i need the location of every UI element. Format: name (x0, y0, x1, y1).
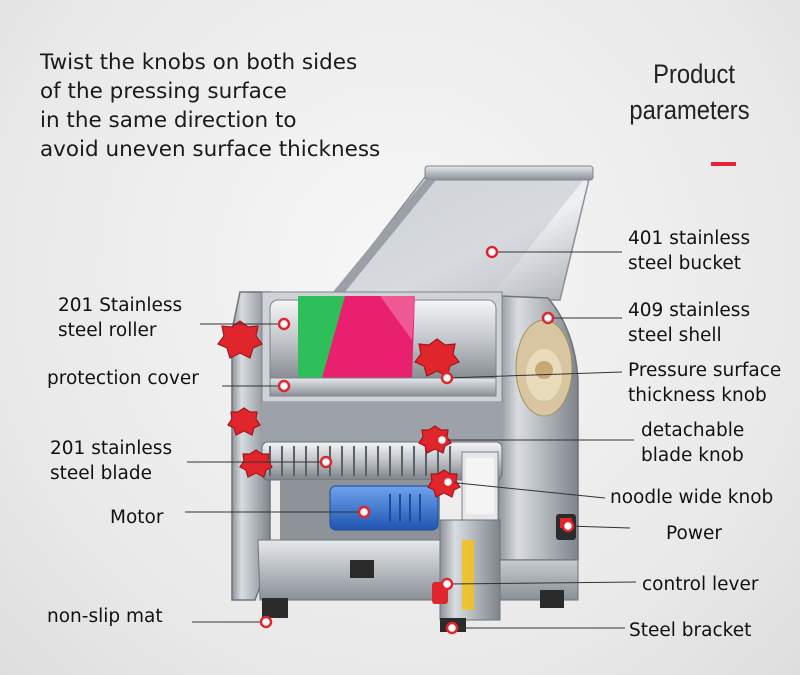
pressure-knob-right (414, 338, 460, 377)
pressure-knob-left (217, 320, 263, 359)
blade-knob-left (227, 407, 261, 436)
marker-bucket (485, 245, 499, 259)
label-non-slip-mat: non-slip mat (47, 606, 163, 627)
title-line: Product (653, 59, 735, 89)
label-steel-bracket: Steel bracket (629, 620, 752, 641)
marker-shell (541, 311, 555, 325)
intro-text: Twist the knobs on both sides of the pre… (40, 48, 380, 164)
title-accent-bar (711, 162, 736, 166)
marker-non-slip-mat (259, 615, 273, 629)
label-line: 201 stainless (50, 438, 173, 459)
leader-lines (185, 251, 637, 629)
marker-power (561, 519, 575, 533)
intro-line: in the same direction to (40, 108, 297, 133)
marker-noodle-knob (441, 475, 455, 489)
marker-roller (277, 317, 291, 331)
label-control-lever: control lever (642, 574, 759, 595)
page-title: Product parameters (629, 56, 750, 128)
intro-line: Twist the knobs on both sides (40, 50, 358, 75)
marker-blade-knob (435, 433, 449, 447)
label-line: 409 stainless (628, 300, 751, 321)
label-line: steel blade (50, 463, 153, 484)
label-blade-knob: detachable blade knob (641, 418, 744, 468)
label-roller: 201 Stainless steel roller (58, 293, 182, 343)
title-line: parameters (629, 95, 750, 125)
label-line: steel roller (58, 320, 157, 341)
label-line: blade knob (641, 445, 744, 466)
label-line: steel bucket (628, 253, 742, 274)
marker-blade (319, 455, 333, 469)
marker-control-lever (440, 577, 454, 591)
label-shell: 409 stainless steel shell (628, 298, 750, 348)
blade-knob-right (418, 425, 452, 454)
label-noodle-knob: noodle wide knob (610, 487, 774, 508)
label-protection-cover: protection cover (47, 368, 199, 389)
red-dot-markers (259, 245, 575, 635)
label-power: Power (666, 523, 722, 544)
marker-pressure-knob (440, 371, 454, 385)
label-motor: Motor (110, 507, 164, 528)
marker-motor (357, 505, 371, 519)
label-line: detachable (641, 420, 745, 441)
marker-steel-bracket (445, 621, 459, 635)
label-line: Pressure surface (628, 360, 782, 381)
intro-line: of the pressing surface (40, 79, 287, 104)
intro-line: avoid uneven surface thickness (40, 137, 381, 162)
label-line: thickness knob (628, 385, 767, 406)
label-line: steel shell (628, 325, 722, 346)
label-bucket: 401 stainless steel bucket (628, 226, 750, 276)
label-line: 201 Stainless (58, 295, 183, 316)
steel-bucket (328, 165, 594, 301)
label-line: 401 stainless (628, 228, 751, 249)
label-blade: 201 stainless steel blade (50, 436, 172, 486)
marker-protection-cover (277, 379, 291, 393)
label-pressure-knob: Pressure surface thickness knob (628, 358, 781, 408)
noodle-knob-left (239, 449, 273, 478)
